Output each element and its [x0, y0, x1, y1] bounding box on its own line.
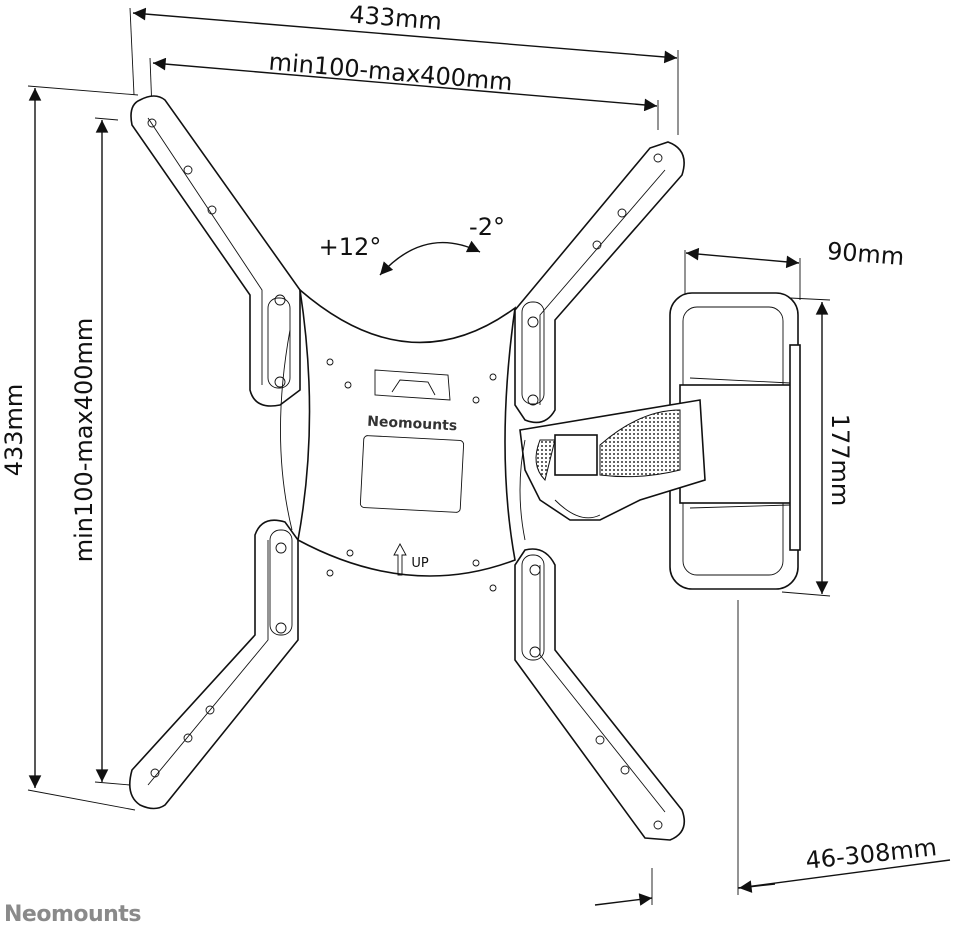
vesa-arm-top-right: [514, 141, 685, 424]
vesa-arm-bottom-left: [129, 519, 299, 810]
vesa-arm-top-left: [130, 95, 301, 407]
vesa-arm-bottom-right: [514, 548, 686, 841]
extension-lines: [27, 7, 831, 905]
extension-label: 46-308mm: [804, 833, 938, 875]
vesa-width-label: min100-max400mm: [268, 48, 514, 97]
center-plate: [280, 287, 526, 592]
depth-label: 90mm: [826, 237, 905, 271]
wall-plate: [669, 292, 801, 590]
label-area: [359, 435, 465, 513]
plate-height-label: 177mm: [826, 414, 854, 507]
footer-brand-logo: Neomounts: [4, 902, 141, 927]
plate-brand-label: Neomounts: [367, 414, 458, 435]
up-arrow-icon: [393, 543, 407, 576]
vesa-height-label: min100-max400mm: [70, 318, 98, 563]
plate-up-label: UP: [411, 556, 429, 571]
tilt-up-label: +12°: [319, 233, 382, 261]
tilt-down-label: -2°: [469, 213, 505, 241]
overall-height-label: 433mm: [0, 384, 28, 477]
dimension-lines: [28, 7, 951, 906]
tilt-arrow: [379, 240, 481, 276]
overall-width-label: 433mm: [348, 0, 443, 35]
swing-arm: [519, 399, 706, 521]
